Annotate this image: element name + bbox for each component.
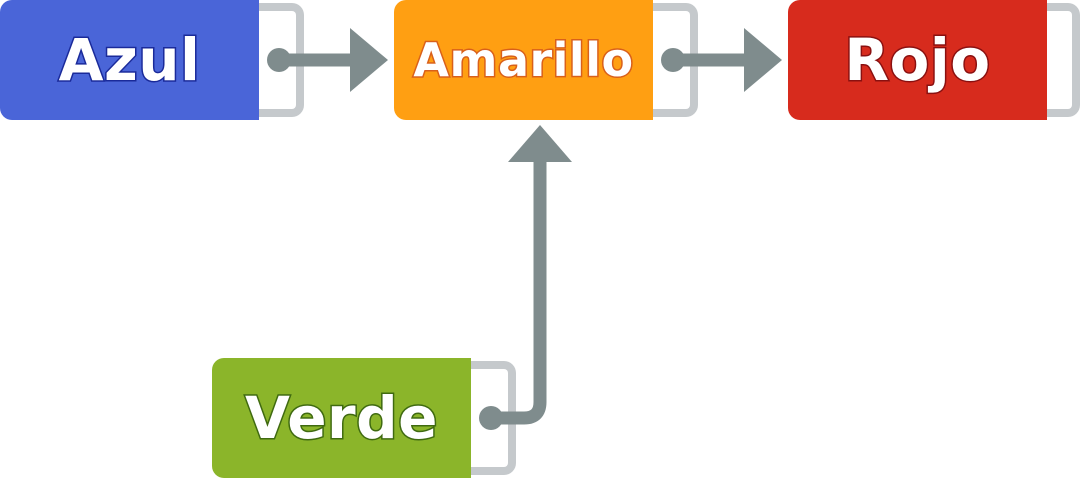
node-azul-body: Azul [0,0,259,120]
node-amarillo[interactable]: Amarillo [394,0,698,120]
node-rojo-output-bracket [1035,3,1080,117]
edge-azul-arrowhead [350,28,388,92]
node-rojo-label: Rojo [843,25,992,96]
edge-verde-arrowhead [508,125,572,162]
edge-amarillo-arrowhead [744,28,782,92]
node-amarillo-body: Amarillo [394,0,653,120]
node-amarillo-label: Amarillo [412,32,635,89]
node-verde-label: Verde [243,383,439,454]
node-rojo-body: Rojo [788,0,1047,120]
node-verde-body: Verde [212,358,471,478]
node-azul-label: Azul [57,25,201,96]
node-verde[interactable]: Verde [212,358,516,478]
node-azul[interactable]: Azul [0,0,304,120]
node-rojo[interactable]: Rojo [788,0,1092,120]
